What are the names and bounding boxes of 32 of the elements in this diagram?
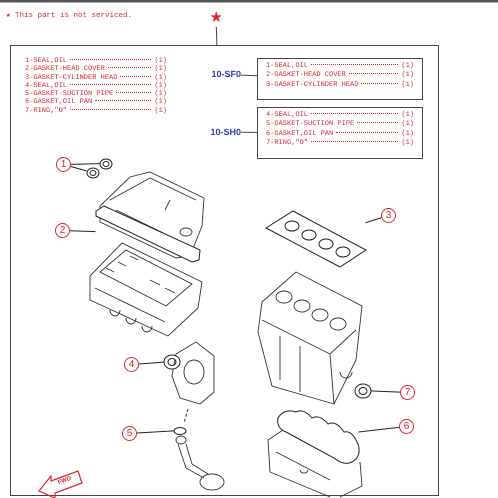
- connector-line: [240, 132, 258, 133]
- callout-number: 7: [400, 385, 415, 400]
- callout-number: 3: [381, 208, 396, 223]
- frame: [10, 45, 439, 496]
- connector-line: [240, 74, 258, 76]
- oil-seal: [163, 354, 180, 369]
- callout-number: 2: [55, 223, 70, 238]
- head-cover-gasket: [95, 204, 200, 262]
- callout-number: 4: [124, 357, 139, 372]
- oil-seal: [99, 158, 112, 169]
- head-gasket: [265, 210, 366, 267]
- leader-line: [358, 426, 400, 432]
- oil-pan-gasket: [276, 410, 360, 464]
- oil-seal: [354, 383, 371, 398]
- oil-seal: [86, 167, 99, 178]
- star-mark: ★: [208, 9, 224, 27]
- leader-line: [70, 163, 100, 165]
- callout-number: 5: [122, 426, 137, 441]
- parts-list-box: [257, 58, 423, 100]
- model-code: 10-SF0: [187, 68, 241, 80]
- leader-line: [138, 362, 164, 364]
- callout-number: 1: [56, 157, 71, 172]
- connector-line: [216, 26, 218, 46]
- leader-line: [370, 390, 400, 393]
- gasket: [173, 426, 186, 434]
- callout-number: 6: [399, 419, 414, 434]
- leader-line: [136, 430, 174, 434]
- model-code: 10-SH0: [187, 126, 241, 138]
- leader-line: [70, 166, 87, 172]
- leader-line: [70, 230, 96, 232]
- leader-line: [365, 217, 382, 224]
- parts-list-box: [257, 107, 423, 159]
